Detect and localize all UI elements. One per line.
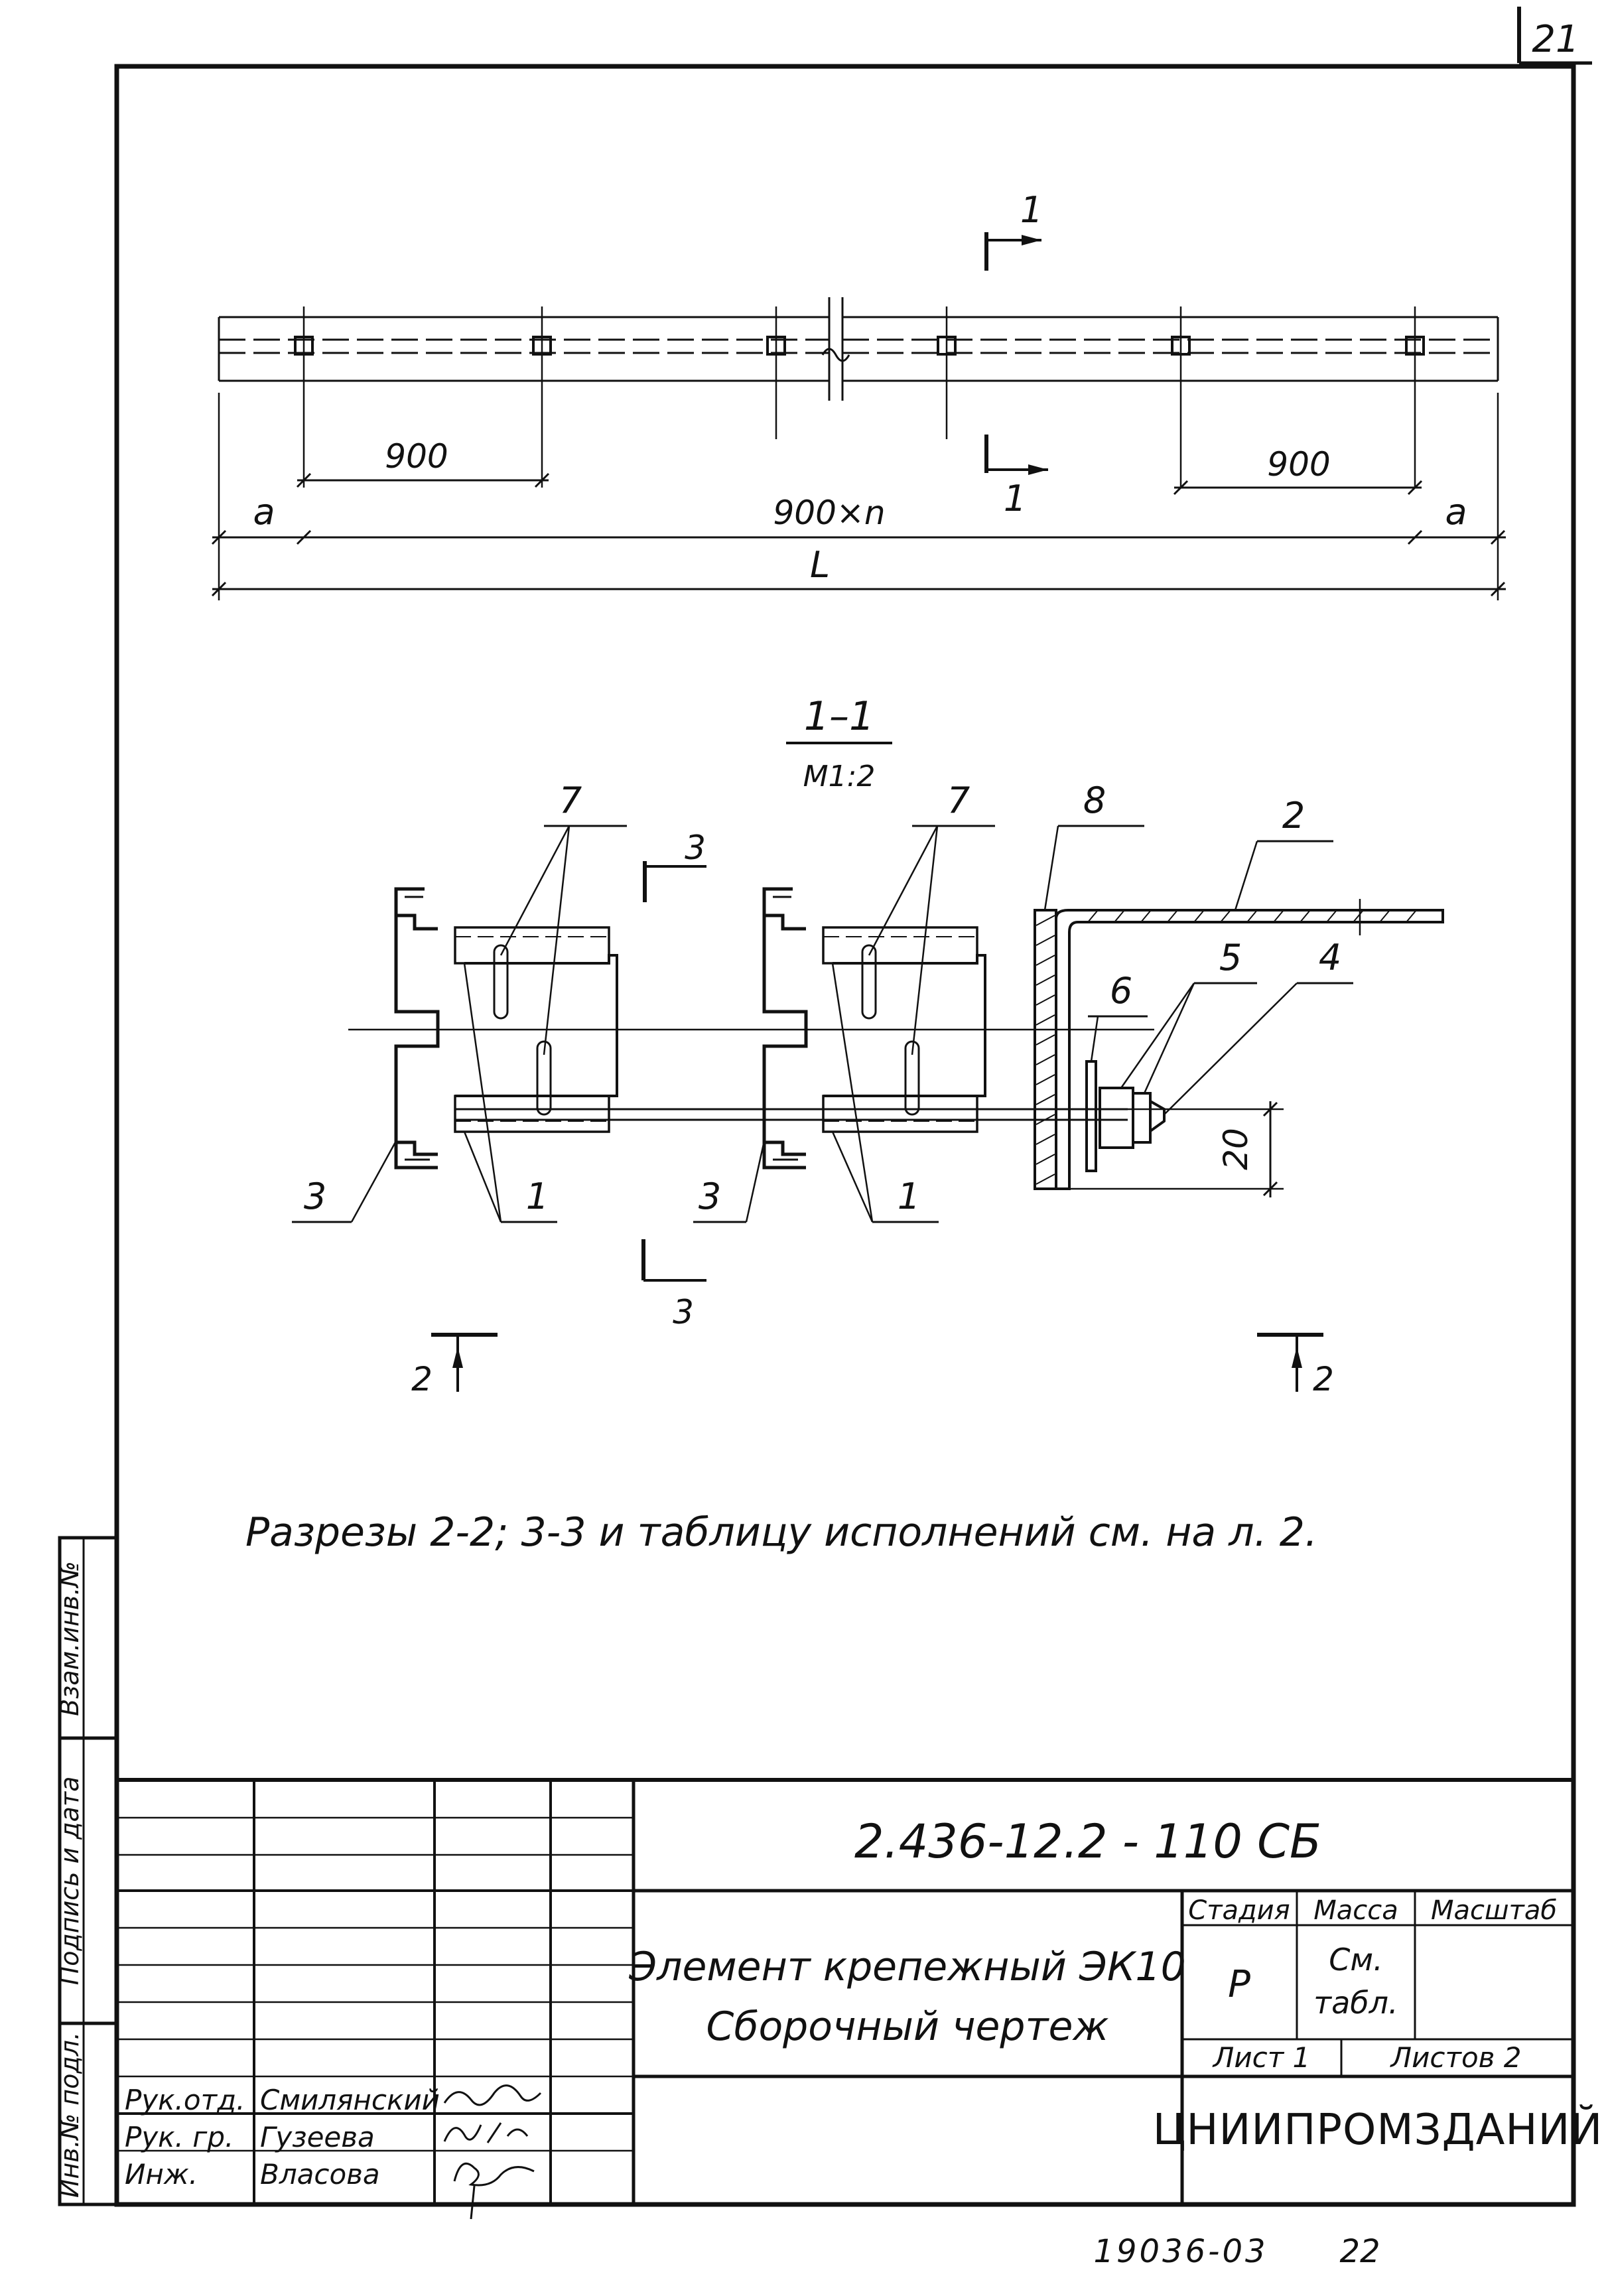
title-block: 2.436-12.2 - 110 СБ Элемент крепежный ЭК… [117,1778,1603,2220]
bolt-assembly [455,1060,1166,1172]
stamp-inv-podl: Инв.№ подл. [55,2032,84,2198]
section-scale: M1:2 [803,760,876,793]
fastener-markers [294,306,1425,488]
callout-4: 4 [1319,937,1341,979]
stage-header: Стадия [1188,1895,1290,1926]
mass-header: Масса [1313,1895,1398,1926]
callouts: 7 7 8 2 6 5 4 [292,779,1353,1223]
clamp-plates-right [822,926,986,1133]
section-title: 1–1 [804,693,874,740]
mass-value-2: табл. [1313,1985,1398,2021]
section-mark-1-bottom: 1 [984,435,1048,519]
role-name: Гузеева [260,2121,375,2153]
section-mark-1-top: 1 [984,189,1043,271]
plan-view: 1 1 900 900 a 900×n a [211,189,1506,600]
nut [1132,1092,1152,1144]
page-number: 21 [1532,18,1579,61]
callout-8: 8 [1083,779,1106,821]
view-2-label: 2 [411,1360,433,1398]
callout-3: 3 [699,1176,721,1217]
callout-3: 3 [304,1176,326,1217]
signature [453,2162,535,2187]
note-text: Разрезы 2-2; 3-3 и таблицу исполнений см… [245,1509,1317,1556]
channel-profile-left [394,887,440,1170]
fastener-marker [937,336,957,356]
sheet-label: Лист 1 [1212,2041,1311,2074]
washer [1085,1060,1097,1172]
section-1-1: 1–1 M1:2 [292,693,1444,1398]
doc-code: 2.436-12.2 - 110 СБ [854,1814,1321,1869]
footer-page-number: 22 [1339,2233,1380,2270]
role-label: Рук.отд. [125,2084,245,2116]
signature [443,2122,529,2143]
role-name: Власова [260,2158,380,2191]
callout-1: 1 [898,1176,920,1217]
callout-2: 2 [1282,795,1305,837]
page-number-corner: 21 [1517,7,1592,65]
stamp-podpis-data: Подпись и дата [55,1777,84,1986]
dim-edge-right: a [1445,491,1467,533]
role-label: Инж. [125,2158,198,2191]
fastener-marker [766,336,786,356]
dim-spacing-left: 900 [385,437,448,476]
dim-height-label: 20 [1217,1128,1255,1170]
callout-5: 5 [1219,937,1242,979]
section-mark-label: 1 [1004,478,1026,519]
cut-3-label: 3 [685,829,706,867]
doc-title-line1: Элемент крепежный ЭК10 [628,1944,1186,1990]
stage-value: Р [1228,1963,1250,2006]
callout-1: 1 [526,1176,549,1217]
footer-archive-number: 19036-03 [1093,2233,1268,2270]
section-mark-label: 1 [1020,189,1043,231]
dim-height-20: 20 [1069,1101,1284,1197]
dim-edge-left: a [253,491,275,533]
fastener-marker [1171,336,1191,356]
callout-7: 7 [559,779,582,821]
view-mark-2: 2 2 [411,1333,1334,1398]
sheets-label: Листов 2 [1390,2041,1522,2074]
clamp-plates-left [454,926,618,1133]
callout-7: 7 [947,779,970,821]
section-mark-3: 3 3 [641,829,706,1331]
fastener-marker [1405,336,1425,356]
channel-profile-right [762,887,808,1170]
signature [443,2084,542,2106]
callout-6: 6 [1110,970,1132,1012]
stamp-vzam-inv: Взам.инв.№ [55,1561,84,1716]
doc-title-line2: Сборочный чертеж [706,2003,1109,2050]
view-2-label: 2 [1313,1360,1334,1398]
organization: ЦНИИПРОМЗДАНИЙ [1153,2104,1603,2155]
mass-value-1: См. [1329,1942,1382,1978]
scale-header: Масштаб [1431,1895,1557,1926]
plan-dimensions: 900 900 a 900×n a L [211,393,1506,600]
role-label: Рук. гр. [125,2121,234,2153]
fastener-marker [532,336,552,356]
sheet-frame [114,64,1576,2207]
dim-spacing-right: 900 [1267,445,1330,484]
nut [1099,1087,1134,1149]
cut-3-label: 3 [673,1293,694,1331]
role-name: Смилянский [260,2084,440,2116]
side-stamp: Инв.№ подл. Подпись и дата Взам.инв.№ [55,1536,119,2206]
dim-total: L [810,544,830,586]
dim-middle: 900×n [773,494,885,532]
fastener-marker [294,336,314,356]
